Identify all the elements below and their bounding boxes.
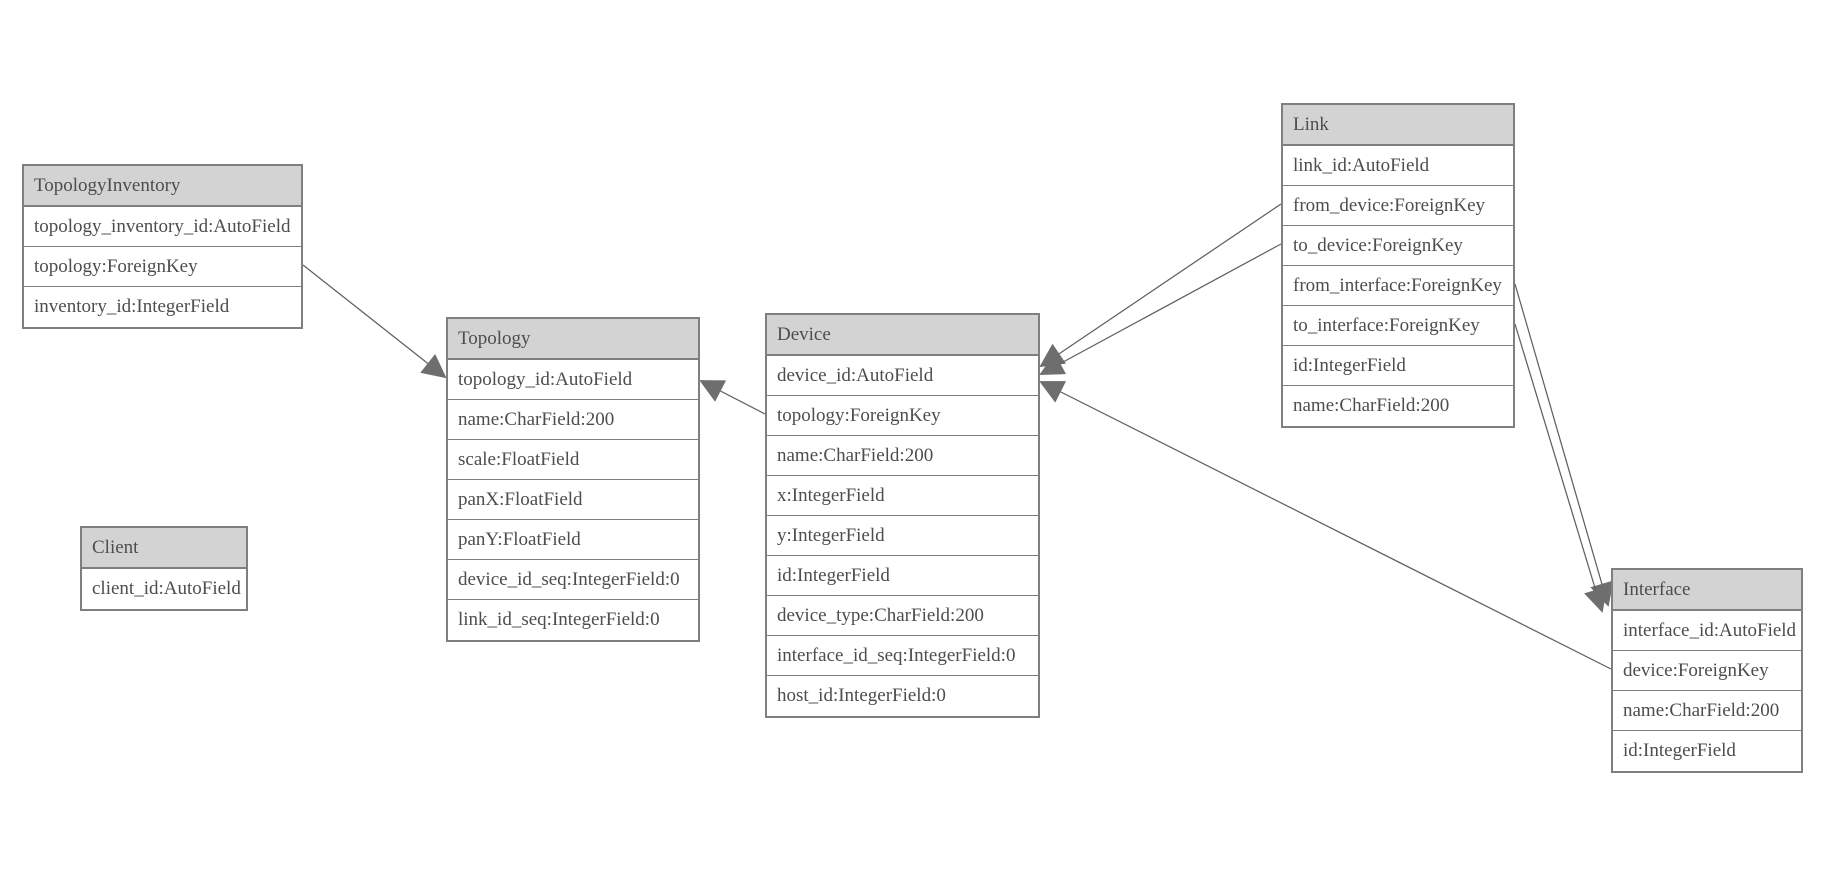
relation-interface-device [1039,381,1612,670]
entity-field: host_id:IntegerField:0 [767,676,1038,716]
entity-field: panY:FloatField [448,520,698,560]
entity-field: scale:FloatField [448,440,698,480]
entity-title-topology-inventory: TopologyInventory [24,166,301,207]
entity-field: interface_id:AutoField [1613,611,1801,651]
entity-field: to_interface:ForeignKey [1283,306,1513,346]
relation-link-to-device [1039,243,1282,375]
entity-field: name:CharField:200 [448,400,698,440]
entity-field: name:CharField:200 [767,436,1038,476]
entity-field: device_id:AutoField [767,356,1038,396]
entity-title-link: Link [1283,105,1513,146]
entity-field: device_id_seq:IntegerField:0 [448,560,698,600]
relation-topologyinventory-topology [302,264,447,379]
entity-title-device: Device [767,315,1038,356]
entity-field: y:IntegerField [767,516,1038,556]
entity-field: topology:ForeignKey [767,396,1038,436]
entity-field: x:IntegerField [767,476,1038,516]
entity-field: device_type:CharField:200 [767,596,1038,636]
relation-link-from-interface [1514,283,1614,607]
entity-field: interface_id_seq:IntegerField:0 [767,636,1038,676]
entity-field: link_id_seq:IntegerField:0 [448,600,698,640]
relation-link-to-interface [1514,323,1608,613]
entity-title-interface: Interface [1613,570,1801,611]
entity-title-topology: Topology [448,319,698,360]
relation-lines [302,203,1614,670]
entity-field: topology:ForeignKey [24,247,301,287]
entity-field: panX:FloatField [448,480,698,520]
entity-field: name:CharField:200 [1283,386,1513,426]
entity-title-client: Client [82,528,246,569]
entity-field: id:IntegerField [1613,731,1801,771]
relation-link-from-device [1039,203,1282,368]
entity-field: inventory_id:IntegerField [24,287,301,327]
relation-device-topology [699,380,766,415]
entity-field: topology_id:AutoField [448,360,698,400]
entity-field: link_id:AutoField [1283,146,1513,186]
entity-field: device:ForeignKey [1613,651,1801,691]
entity-field: topology_inventory_id:AutoField [24,207,301,247]
entity-field: from_device:ForeignKey [1283,186,1513,226]
entity-field: to_device:ForeignKey [1283,226,1513,266]
entity-field: id:IntegerField [1283,346,1513,386]
entity-field: name:CharField:200 [1613,691,1801,731]
entity-field: id:IntegerField [767,556,1038,596]
entity-field: client_id:AutoField [82,569,246,609]
entity-field: from_interface:ForeignKey [1283,266,1513,306]
